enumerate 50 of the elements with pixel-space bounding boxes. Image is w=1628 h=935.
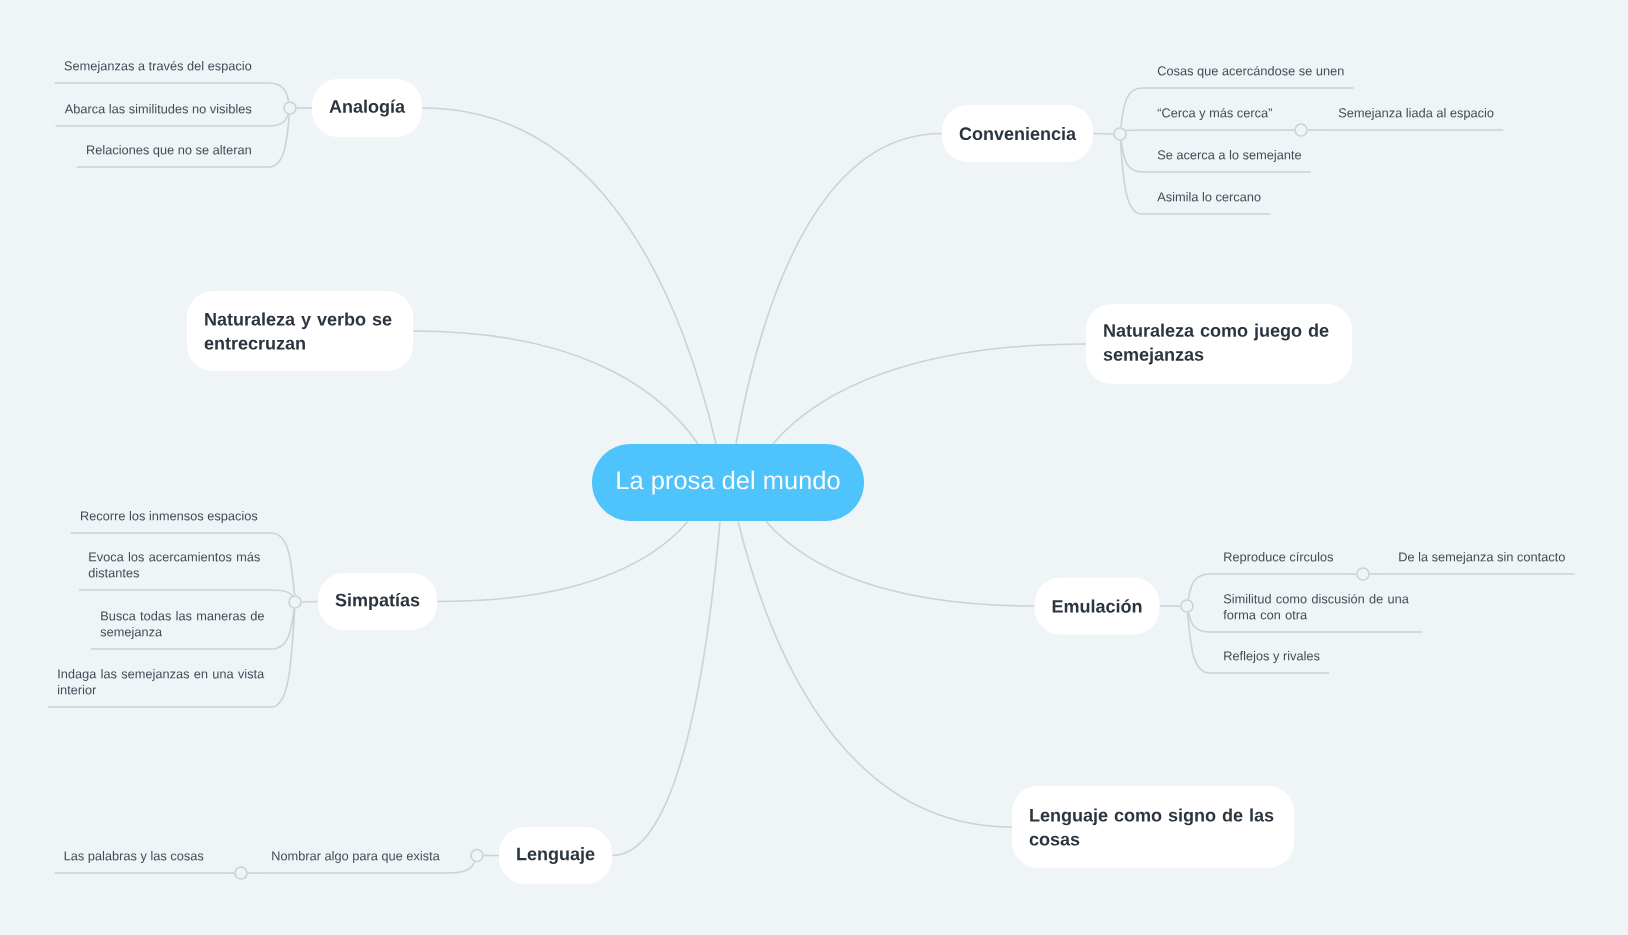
underlined-subtopic: Recorre los inmensos espacios	[69, 511, 272, 534]
underlined-subtopic: Reproduce círculos	[1209, 551, 1344, 575]
connector-line	[1120, 139, 1143, 173]
underlined-subtopic: Nombrar algo para que exista	[261, 851, 450, 874]
connector-line	[267, 113, 289, 127]
underlined-subtopic: Busca todas las maneras de semejanza	[90, 611, 272, 650]
topic-box: Analogía	[312, 79, 422, 137]
connector-line	[1187, 573, 1211, 601]
connector-line	[765, 520, 1036, 607]
underlined-subtopic: Abarca las similitudes no visibles	[54, 104, 269, 127]
underlined-subtopic: Semejanza liada al espacio	[1321, 108, 1505, 131]
connector-line	[270, 608, 296, 708]
connector-line	[611, 520, 721, 857]
connector-line	[270, 589, 293, 597]
underlined-subtopic: Las palabras y las cosas	[53, 851, 223, 874]
underlined-subtopic: Semejanzas a través del espacio	[53, 60, 269, 84]
connector-line	[448, 861, 476, 874]
connector-line	[772, 343, 1087, 445]
connector-line	[1120, 87, 1143, 129]
connector-line	[436, 520, 689, 603]
connector-line	[483, 854, 500, 857]
underlined-subtopic: Se acerca a lo semejante	[1141, 150, 1312, 173]
underlined-subtopic: “Cerca y más cerca”	[1139, 107, 1283, 131]
underlined-subtopic: Cosas que acercándose se unen	[1141, 65, 1355, 89]
underlined-subtopic: Evoca los acercamientos más distantes	[78, 551, 272, 591]
topic-box: Naturaleza y verbo se entrecruzan	[187, 291, 413, 371]
topic-box: Naturaleza como juego de semejanzas	[1086, 304, 1352, 384]
connector-line	[1123, 129, 1141, 132]
connector-line	[1092, 132, 1114, 135]
connector-line	[412, 330, 699, 445]
underlined-subtopic: Reflejos y rivales	[1209, 651, 1330, 674]
connector-line	[267, 82, 290, 103]
connector-line	[1119, 140, 1143, 215]
underlined-subtopic: De la semejanza sin contacto	[1383, 552, 1576, 575]
underlined-subtopic: Asimila lo cercano	[1141, 192, 1272, 215]
underlined-subtopic: Similitud como discusión de una forma con otra	[1209, 593, 1424, 633]
connector-line	[270, 532, 296, 597]
topic-box: Lenguaje como signo de las cosas	[1012, 786, 1294, 868]
connector-line	[1186, 612, 1211, 674]
connector-line	[1187, 611, 1211, 633]
connector-line	[421, 107, 717, 445]
underlined-subtopic: Indaga las semejanzas en una vista interior	[47, 669, 272, 708]
connector-line	[301, 600, 319, 603]
connector-line	[735, 132, 943, 445]
connector-line	[270, 607, 295, 650]
central-topic-box: La prosa del mundo	[592, 444, 864, 521]
connector-line	[737, 520, 1013, 828]
connector-line	[267, 114, 291, 168]
underlined-subtopic: Relaciones que no se alteran	[76, 145, 269, 168]
topic-box: Conveniencia	[942, 105, 1094, 162]
